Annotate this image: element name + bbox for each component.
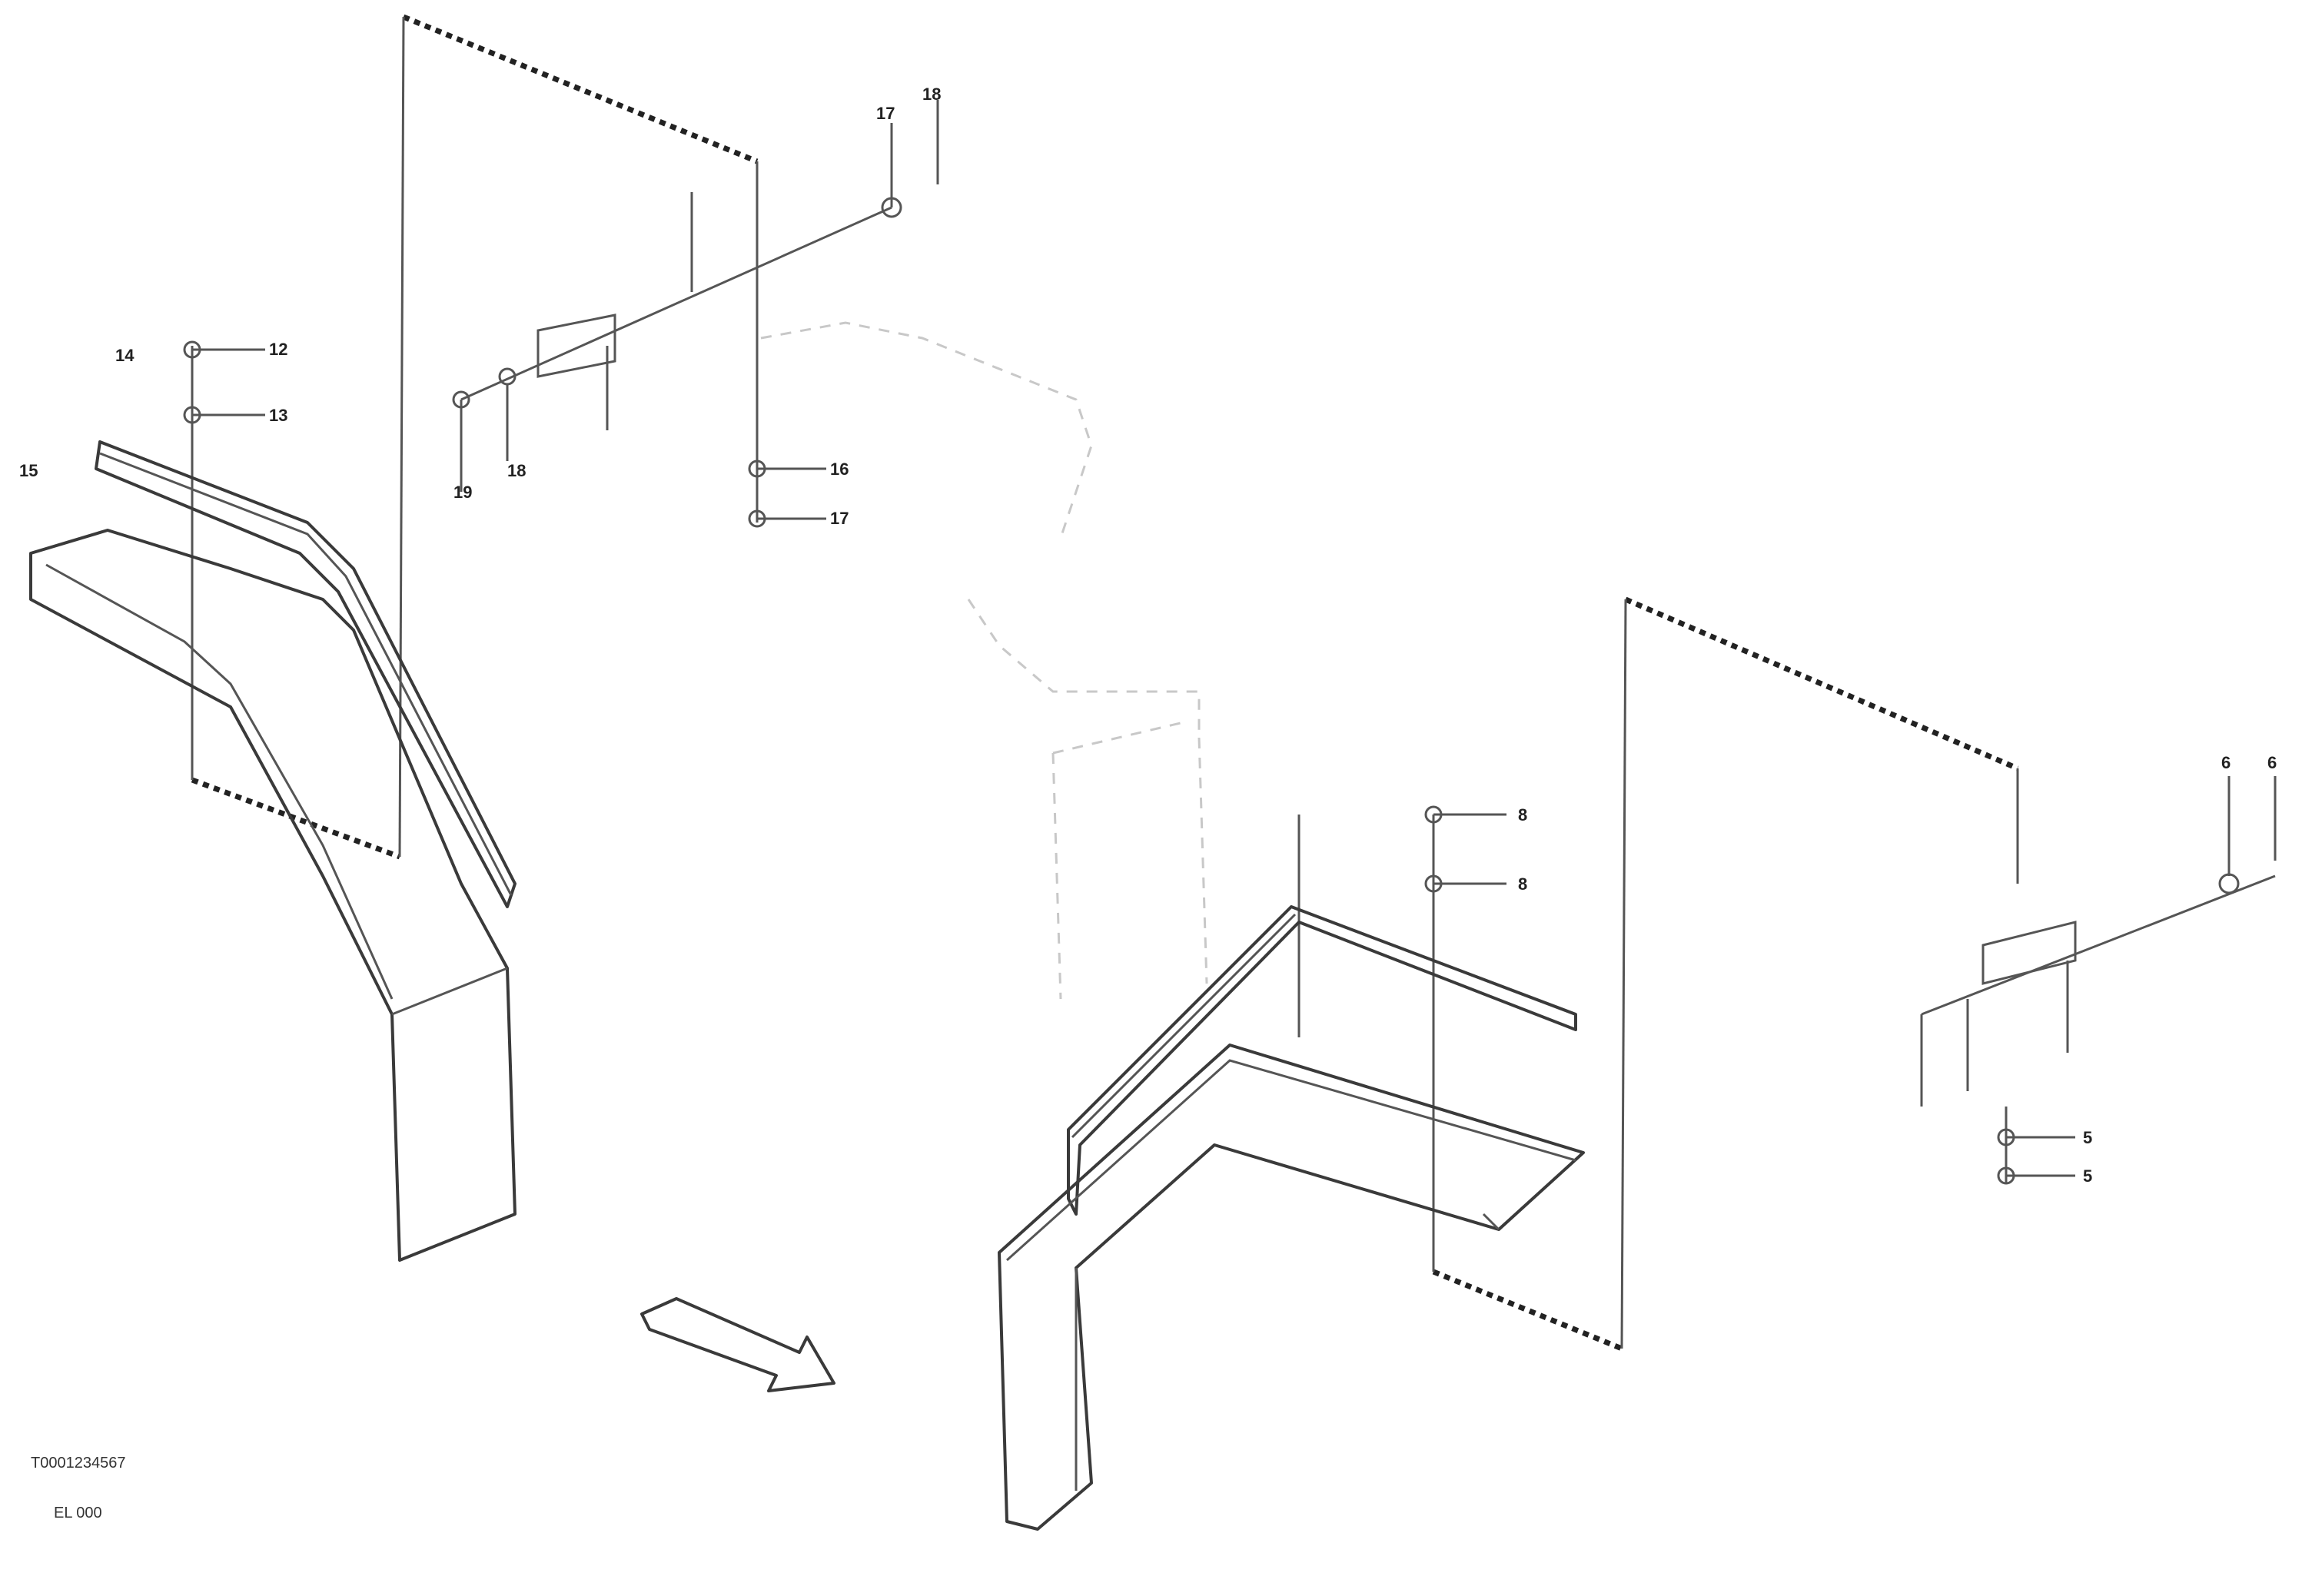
right-mounting-plane	[1432, 596, 2019, 1352]
drawing-code: EL 000	[54, 1505, 102, 1521]
left-fender-shape	[29, 529, 517, 1262]
callout-label: 17	[830, 509, 849, 528]
drawing-reference: T0001234567 EL 000	[31, 1455, 125, 1521]
callout-label: 18	[922, 85, 941, 104]
callout-label: 8	[1518, 805, 1527, 825]
left-bolt-stack	[183, 340, 826, 780]
callouts-left: 17 18 12 13 14 15 16 17 18 19	[19, 85, 941, 528]
callout-label: 6	[2267, 753, 2277, 772]
right-rail	[1067, 905, 1577, 1216]
left-mounting-plane	[191, 14, 759, 860]
left-top-bracket	[452, 100, 939, 492]
callout-label: 19	[453, 483, 472, 502]
callout-label: 15	[19, 461, 38, 480]
callout-label: 18	[507, 461, 526, 480]
callout-label: 5	[2083, 1128, 2092, 1147]
callouts-right: 8 8 5 5 6 6	[1518, 753, 2277, 1186]
callout-label: 6	[2221, 753, 2231, 772]
callout-label: 17	[876, 104, 895, 123]
callout-label: 16	[830, 460, 849, 479]
drawing-number: T0001234567	[31, 1455, 125, 1472]
callout-label: 14	[115, 346, 135, 365]
right-bolt-stack	[1297, 805, 1506, 1037]
callout-label: 8	[1518, 874, 1527, 894]
direction-arrow	[640, 1297, 835, 1392]
right-bracket	[1920, 776, 2277, 1185]
callout-label: 13	[269, 406, 287, 425]
left-rail	[95, 440, 517, 908]
ghost-outline	[760, 321, 1208, 1000]
callout-label: 12	[269, 340, 287, 359]
right-fender-shape	[998, 1044, 1585, 1531]
callout-label: 5	[2083, 1166, 2092, 1186]
